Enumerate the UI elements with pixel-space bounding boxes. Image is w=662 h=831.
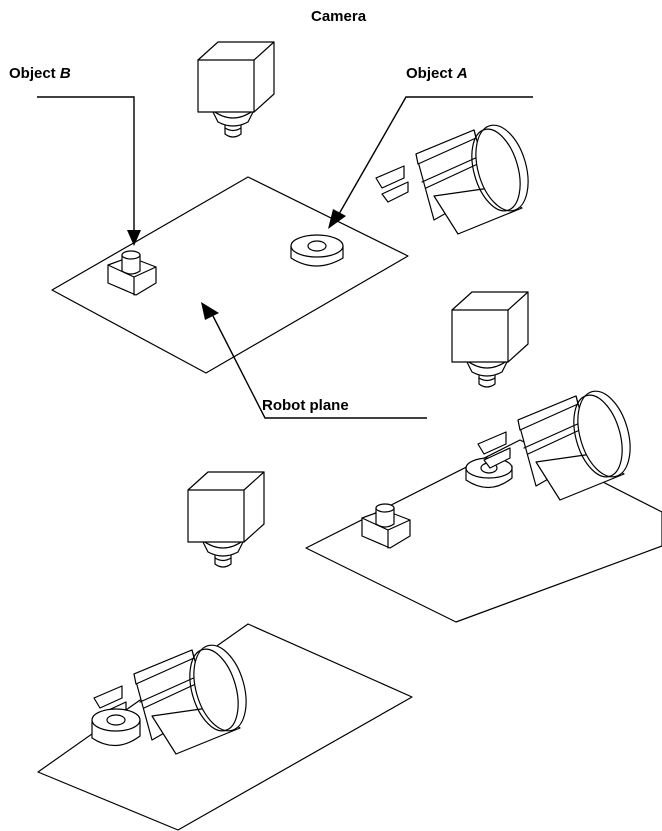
- camera-top: [197, 41, 275, 138]
- camera-middle: [187, 471, 265, 568]
- arrow-robot-plane: [201, 302, 427, 419]
- arrow-object-b: [37, 96, 141, 246]
- object-b-label: Object B: [9, 65, 71, 82]
- object-a-bottom: [91, 708, 141, 747]
- camera-right: [451, 291, 529, 388]
- arrow-object-a: [328, 96, 533, 229]
- robot-plane-main: [51, 176, 409, 374]
- object-a-label: Object A: [406, 65, 468, 82]
- object-a: [290, 234, 344, 267]
- gripper-top: [375, 118, 538, 235]
- camera-label: Camera: [311, 8, 367, 25]
- robot-plane-label: Robot plane: [262, 397, 349, 414]
